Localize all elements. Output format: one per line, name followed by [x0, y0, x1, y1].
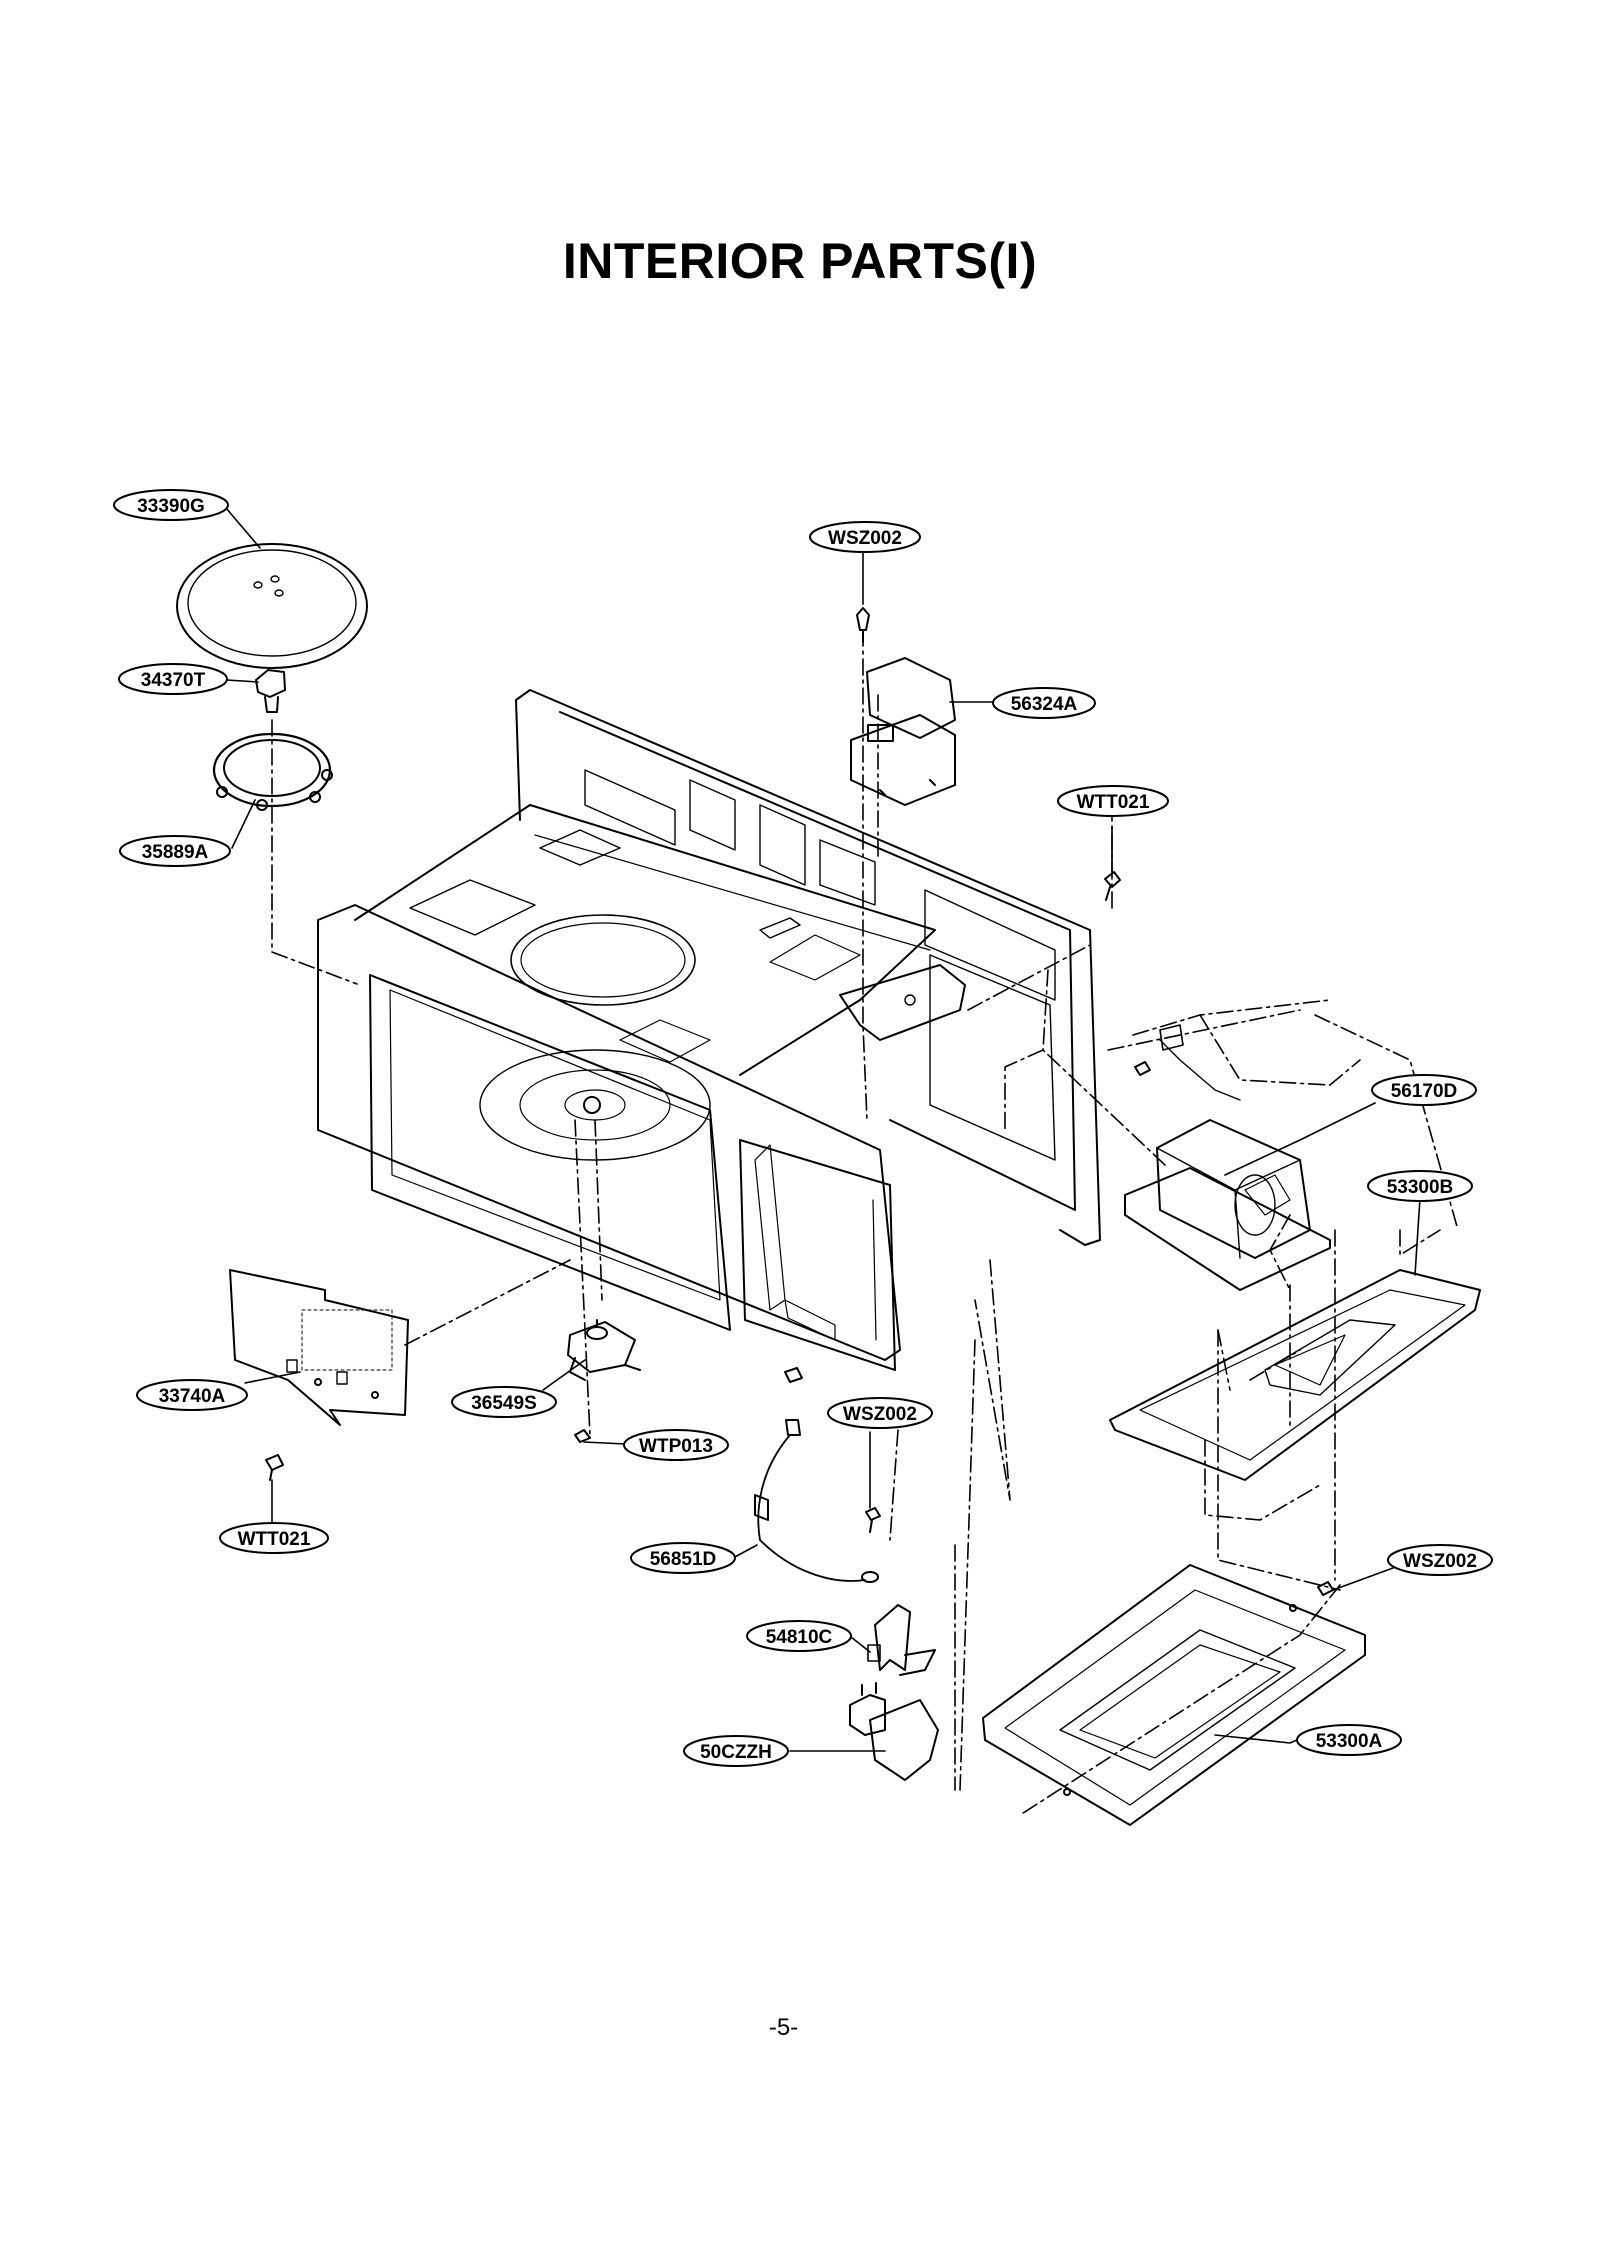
transformer	[1124, 1024, 1331, 1291]
screw-transformer-top	[1134, 1061, 1151, 1076]
callout-33740A: 33740A	[136, 1379, 248, 1411]
part-number-WSZ002-right: WSZ002	[1403, 1551, 1477, 1572]
bottom-cover	[982, 1564, 1366, 1826]
part-number-50CZZH: 50CZZH	[700, 1742, 772, 1763]
screw-wtp013	[574, 1429, 591, 1443]
part-number-54810C: 54810C	[766, 1627, 833, 1648]
page-title: INTERIOR PARTS(I)	[562, 233, 1038, 289]
callout-WSZ002-mid: WSZ002	[827, 1397, 933, 1429]
callout-54810C: 54810C	[746, 1620, 852, 1652]
part-number-WTT021-left: WTT021	[238, 1529, 311, 1550]
lamp-socket	[849, 1682, 939, 1781]
part-number-33740A: 33740A	[159, 1386, 226, 1407]
callout-35889A: 35889A	[119, 835, 231, 867]
screw-wsz002-mid	[865, 1507, 881, 1533]
cavity-frame	[317, 689, 1101, 1371]
callout-50CZZH: 50CZZH	[683, 1735, 789, 1767]
bracket	[867, 1604, 936, 1676]
callout-56324A: 56324A	[992, 687, 1096, 719]
screw-wtt021-right	[1104, 871, 1121, 901]
part-number-33390G: 33390G	[137, 496, 205, 517]
part-number-WSZ002-mid: WSZ002	[843, 1404, 917, 1425]
callout-leader-lines	[225, 507, 1421, 1752]
roller-ring	[212, 732, 333, 811]
callout-53300B: 53300B	[1367, 1170, 1473, 1202]
part-number-WSZ002-top: WSZ002	[828, 528, 902, 549]
callout-56170D: 56170D	[1371, 1074, 1477, 1106]
base-plate	[1109, 1269, 1481, 1481]
screw-wsz002-right	[1317, 1581, 1334, 1596]
cover-plate	[229, 1269, 409, 1426]
callout-36549S: 36549S	[451, 1386, 557, 1418]
part-number-34370T: 34370T	[141, 670, 206, 691]
part-number-35889A: 35889A	[142, 842, 209, 863]
part-number-56324A: 56324A	[1011, 694, 1078, 715]
callout-56851D: 56851D	[630, 1542, 736, 1574]
part-number-53300B: 53300B	[1387, 1177, 1454, 1198]
callout-WTP013: WTP013	[623, 1429, 729, 1461]
coupler	[255, 669, 286, 713]
part-number-56851D: 56851D	[650, 1549, 717, 1570]
part-number-56170D: 56170D	[1391, 1081, 1458, 1102]
screw-wtt021-left	[265, 1454, 284, 1481]
page-number: -5-	[768, 2014, 799, 2041]
callout-34370T: 34370T	[118, 663, 228, 695]
callout-53300A: 53300A	[1296, 1724, 1402, 1756]
part-number-WTT021-right: WTT021	[1077, 792, 1150, 813]
callout-WTT021-right: WTT021	[1057, 785, 1169, 817]
callout-33390G: 33390G	[113, 489, 229, 521]
callout-WSZ002-top: WSZ002	[809, 521, 921, 553]
screw-bracket-lower	[784, 1367, 803, 1383]
assembly-guide-lines	[271, 629, 1459, 1816]
part-number-WTP013: WTP013	[639, 1436, 713, 1457]
part-number-53300A: 53300A	[1316, 1731, 1383, 1752]
turntable-glass-tray	[176, 543, 368, 669]
part-number-36549S: 36549S	[471, 1393, 537, 1414]
callout-WTT021-left: WTT021	[219, 1522, 329, 1554]
wire-harness	[754, 1419, 879, 1583]
turntable-motor	[567, 1319, 641, 1381]
capacitor	[850, 607, 956, 806]
callout-WSZ002-right: WSZ002	[1387, 1544, 1493, 1576]
